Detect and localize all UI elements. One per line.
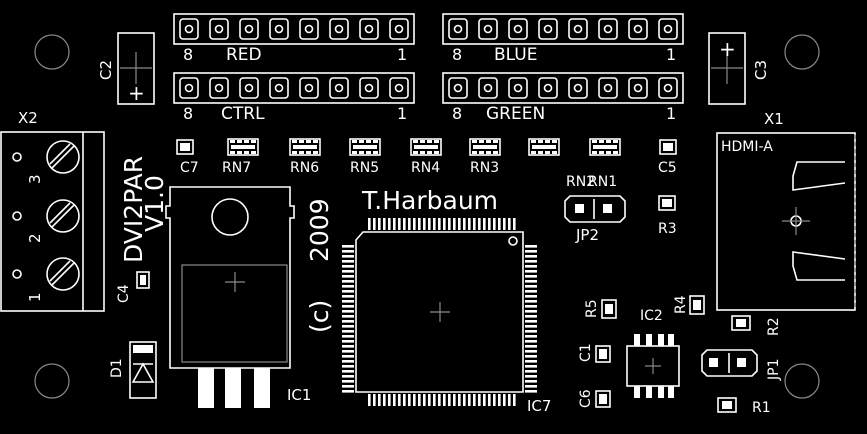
jp2-label: JP2 xyxy=(575,226,599,244)
blue-header-pin1: 1 xyxy=(666,45,676,64)
rn3-part xyxy=(469,138,501,156)
r1-label: R1 xyxy=(752,400,771,416)
d1-label: D1 xyxy=(109,358,125,378)
rn1-part xyxy=(589,138,621,156)
jp2-jumper xyxy=(564,195,626,223)
c2-label: C2 xyxy=(97,60,115,80)
ctrl-header-pin8: 8 xyxy=(183,104,193,123)
terminal-screw xyxy=(12,140,80,174)
x1-hdmi-connector xyxy=(716,132,856,311)
smd-parts xyxy=(176,138,677,211)
d1-diode xyxy=(129,341,157,399)
c4-capacitor xyxy=(136,271,150,289)
ctrl-pin-header xyxy=(173,72,415,104)
r5-label: R5 xyxy=(584,299,600,318)
board-name: DVI2PAR xyxy=(119,156,148,263)
c7-part xyxy=(176,139,194,155)
green-header-pin8: 8 xyxy=(452,104,462,123)
x1-label: X1 xyxy=(764,110,784,128)
x2-pin1: 1 xyxy=(26,292,44,302)
ctrl-header-pin1: 1 xyxy=(397,104,407,123)
rn1-label: RN1 xyxy=(588,174,617,190)
x2-pin3: 3 xyxy=(26,174,44,184)
blue-header-pin8: 8 xyxy=(452,45,462,64)
green-pin-header xyxy=(442,72,684,104)
ic7-label: IC7 xyxy=(527,397,551,415)
r4-resistor xyxy=(689,295,705,315)
pin-headers xyxy=(173,13,684,104)
c7-label: C7 xyxy=(180,160,199,176)
blue-pin-header xyxy=(442,13,684,45)
c3-plus: + xyxy=(719,37,736,61)
r3-part xyxy=(658,195,676,211)
rn3-label: RN3 xyxy=(470,160,499,176)
year-label: 2009 xyxy=(305,198,334,262)
c5-label: C5 xyxy=(658,160,677,176)
c4-label: C4 xyxy=(116,284,132,303)
jp1-label: JP1 xyxy=(766,359,782,381)
ic7-qfp-chip xyxy=(342,218,537,406)
terminal-screw xyxy=(12,257,80,291)
r1-resistor xyxy=(717,397,737,413)
board-version: V1.0 xyxy=(140,175,169,232)
rn6-part xyxy=(289,138,321,156)
x2-pin2: 2 xyxy=(26,233,44,243)
x2-terminal-block xyxy=(0,131,105,312)
rn6-label: RN6 xyxy=(290,160,319,176)
red-pin-header xyxy=(173,13,415,45)
r4-label: R4 xyxy=(673,295,689,314)
blue-header-label: BLUE xyxy=(494,45,537,65)
ic2-label: IC2 xyxy=(640,308,663,324)
c3-label: C3 xyxy=(752,60,770,80)
rn2-label: RN2 xyxy=(566,174,595,190)
author-label: T.Harbaum xyxy=(361,186,498,215)
r2-resistor xyxy=(731,315,751,331)
c6-label: C6 xyxy=(578,389,594,408)
ic1-regulator xyxy=(165,186,295,408)
rn5-part xyxy=(349,138,381,156)
c2-capacitor: + xyxy=(117,32,155,105)
red-header-label: RED xyxy=(226,45,262,65)
rn5-label: RN5 xyxy=(350,160,379,176)
rn7-label: RN7 xyxy=(222,160,251,176)
ic1-label: IC1 xyxy=(287,386,311,404)
red-header-pin8: 8 xyxy=(183,45,193,64)
c6-capacitor xyxy=(595,390,611,408)
green-header-label: GREEN xyxy=(486,104,545,124)
x2-label: X2 xyxy=(18,109,38,127)
c2-plus: + xyxy=(128,81,145,105)
c1-capacitor xyxy=(595,345,611,363)
c5-part xyxy=(659,139,677,155)
rn2-part xyxy=(528,138,560,156)
ic2-chip xyxy=(626,334,680,398)
rn4-part xyxy=(410,138,442,156)
red-header-pin1: 1 xyxy=(397,45,407,64)
rn7-part xyxy=(227,138,259,156)
hdmi-label: HDMI-A xyxy=(721,139,773,155)
r2-label: R2 xyxy=(766,317,782,336)
ctrl-header-label: CTRL xyxy=(221,104,265,124)
rn4-label: RN4 xyxy=(411,160,440,176)
c3-capacitor: + xyxy=(708,32,746,105)
jp1-jumper xyxy=(701,349,758,377)
green-header-pin1: 1 xyxy=(666,104,676,123)
mounting-holes xyxy=(34,34,820,399)
terminal-screw xyxy=(12,199,80,233)
r5-resistor xyxy=(601,299,617,319)
r3-label: R3 xyxy=(658,221,677,237)
c1-label: C1 xyxy=(578,343,594,362)
copyright-label: (c) xyxy=(305,300,334,333)
